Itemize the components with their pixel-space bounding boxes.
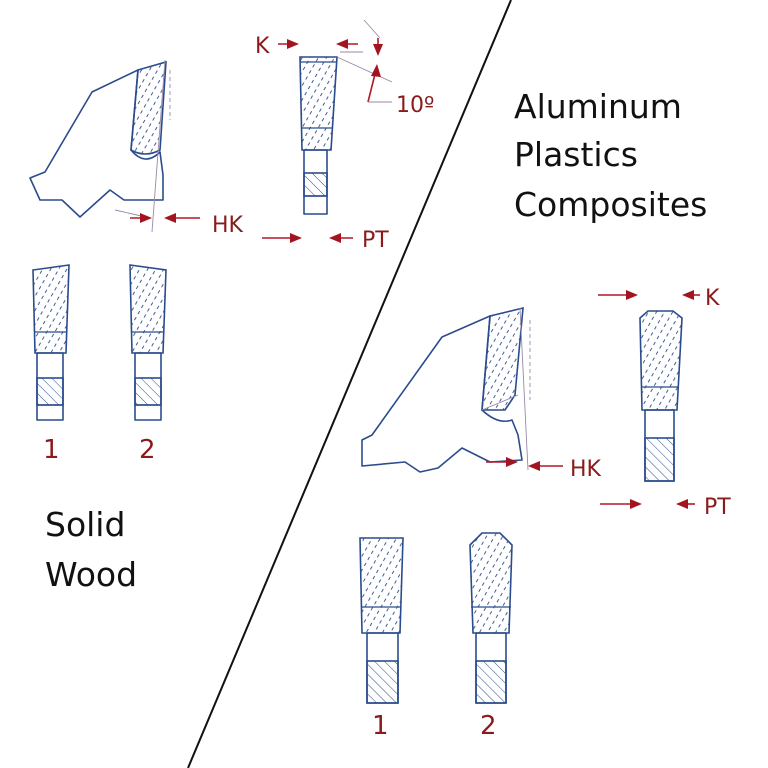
solid-wood-tooth-2: 2 (129, 264, 167, 465)
aluminum-k-dimension: K (598, 286, 720, 311)
divider-line (187, 0, 512, 768)
solid-wood-k-dimension: K (255, 34, 358, 59)
aluminum-hk-dimension: HK (486, 457, 602, 482)
aluminum-tooth-1: 1 (359, 537, 404, 741)
aluminum-title-line2: Plastics (514, 135, 638, 174)
aluminum-tooth-front-view (639, 310, 683, 482)
solid-wood-tooth-1: 1 (32, 264, 70, 465)
solid-wood-tooth-1-label: 1 (43, 435, 60, 465)
solid-wood-pt-label: PT (362, 228, 389, 253)
solid-wood-tooth-front-view (299, 19, 393, 215)
aluminum-pt-label: PT (704, 495, 731, 520)
aluminum-tooth-side-view (361, 306, 531, 473)
solid-wood-k-label: K (255, 34, 270, 59)
solid-wood-carbide-tip (130, 60, 167, 155)
aluminum-tooth-1-label: 1 (372, 711, 389, 741)
solid-wood-angle-label: 10º (396, 93, 434, 118)
solid-wood-tooth-side-view (29, 59, 171, 233)
aluminum-hk-label: HK (570, 457, 602, 482)
solid-wood-tooth-2-label: 2 (139, 435, 156, 465)
solid-wood-hk-label: HK (212, 213, 244, 238)
solid-wood-angle-dimension: 10º (367, 38, 434, 118)
solid-wood-pt-dimension: PT (262, 228, 389, 253)
solid-wood-title-line2: Wood (45, 555, 137, 594)
aluminum-title-line3: Composites (514, 185, 707, 224)
aluminum-pt-dimension: PT (600, 495, 731, 520)
aluminum-tooth-2-label: 2 (480, 711, 497, 741)
aluminum-carbide-tip (481, 306, 524, 411)
aluminum-k-label: K (705, 286, 720, 311)
solid-wood-hk-dimension: HK (130, 213, 244, 238)
solid-wood-title-line1: Solid (45, 505, 125, 544)
aluminum-tooth-2: 2 (469, 532, 513, 741)
aluminum-title-line1: Aluminum (514, 87, 682, 126)
